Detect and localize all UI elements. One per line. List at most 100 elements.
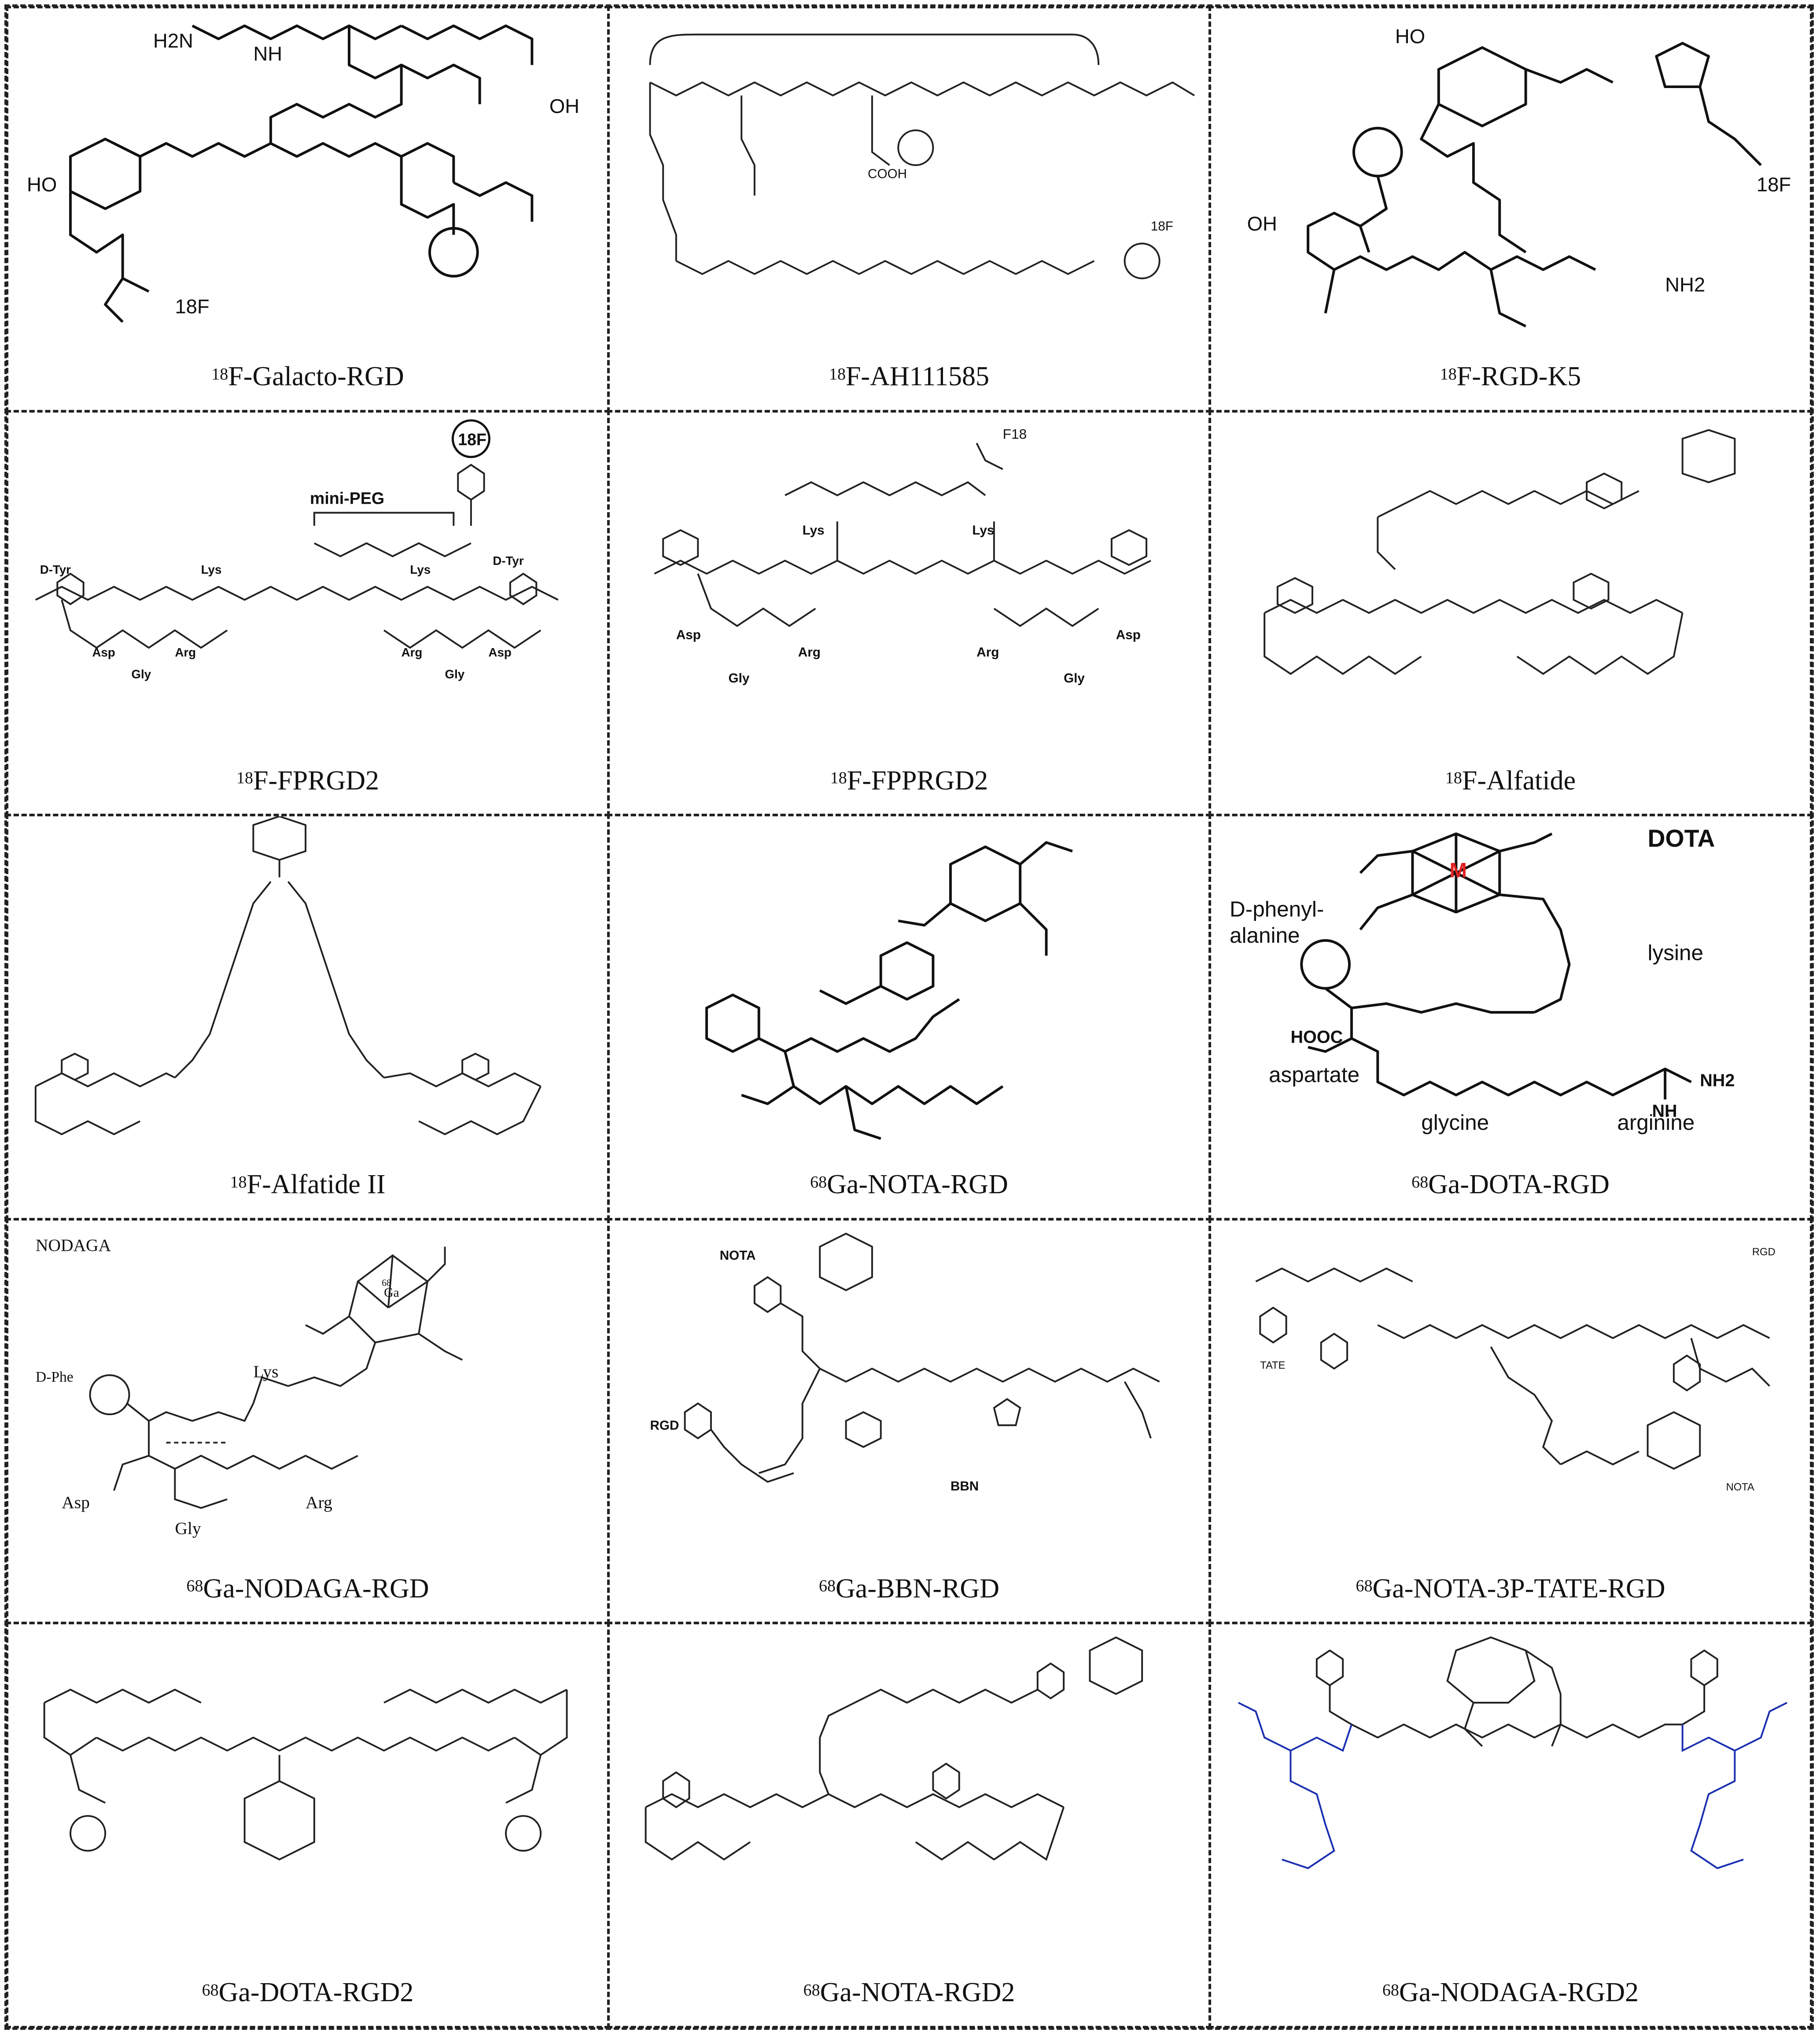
label-nodaga: NODAGA: [36, 1236, 111, 1255]
label-fp-arg-left: Arg: [798, 645, 821, 659]
label-fp-asp-right: Asp: [1116, 627, 1141, 642]
label-tate-nota: NOTA: [1726, 1482, 1754, 1493]
label-asp-right: Asp: [488, 645, 511, 659]
label-bbn-nota: NOTA: [720, 1248, 756, 1263]
label-nodaga-gly: Gly: [175, 1519, 201, 1538]
structure-alfatide-ii: [8, 816, 607, 1152]
structure-rgd-k5: 18F NH2 HO OH: [1211, 8, 1810, 344]
label-tate: TATE: [1260, 1360, 1285, 1371]
structure-nota-rgd2: [610, 1624, 1208, 1960]
structure-fprgd2: 18F mini-PEG D-Tyr D-Tyr Lys Lys As: [8, 413, 607, 748]
label-badge-18f: 18F: [458, 430, 486, 449]
label-nh-dota: NH: [1652, 1102, 1677, 1121]
label-lys-right: Lys: [410, 563, 431, 576]
label-ga: Ga: [384, 1286, 399, 1300]
structure-nodaga-rgd2: [1211, 1624, 1810, 1960]
fluorine-badge: [451, 419, 490, 458]
label-bbn-rgd: RGD: [650, 1418, 679, 1433]
structure-dota-rgd: M DOTA D-phenyl- alanine lysine aspartat…: [1211, 816, 1810, 1152]
label-d-phenyl: D-phenyl-: [1230, 897, 1324, 922]
label-k5-oh: OH: [1247, 212, 1277, 235]
label-fp-asp-left: Asp: [676, 627, 701, 642]
metal-center-m: M: [1450, 859, 1467, 882]
label-nodaga-asp: Asp: [62, 1493, 90, 1512]
panel-fprgd2: 18F mini-PEG D-Tyr D-Tyr Lys Lys As: [6, 409, 610, 817]
structure-nota-rgd: [610, 816, 1208, 1152]
structure-nodaga-rgd: NODAGA 68 Ga D-Phe Lys Asp Gly Arg: [8, 1221, 607, 1556]
label-arg-left: Arg: [175, 645, 196, 659]
structure-fpprgd2: F18 Lys Lys Asp Asp Arg Arg Gly Gly: [610, 413, 1208, 748]
label-bbn: BBN: [951, 1479, 979, 1494]
label-fp-gly-left: Gly: [729, 671, 750, 686]
label-arginine: arginine: [1617, 1110, 1695, 1135]
label-nodaga-lys: Lys: [253, 1362, 278, 1381]
panel-dota-rgd: M DOTA D-phenyl- alanine lysine aspartat…: [1208, 814, 1813, 1221]
label-dtyr-right: D-Tyr: [493, 554, 523, 568]
label-h2n: H2N: [153, 30, 193, 52]
label-asp-left: Asp: [92, 645, 115, 659]
label-dota: DOTA: [1648, 825, 1715, 852]
label-lys-left: Lys: [201, 563, 222, 576]
label-18f-2: 18F: [1151, 219, 1173, 233]
structure-ah111585: COOH 18F: [610, 8, 1208, 344]
label-k5-ho: HO: [1395, 25, 1425, 48]
label-alanine: alanine: [1230, 923, 1300, 948]
label-f18: F18: [1003, 426, 1027, 442]
structure-nota-3p-tate-rgd: RGD TATE NOTA: [1211, 1221, 1810, 1556]
label-glycine: glycine: [1421, 1110, 1489, 1135]
label-gly-left: Gly: [131, 667, 151, 681]
label-mini-peg: mini-PEG: [310, 489, 384, 507]
label-nodaga-arg: Arg: [306, 1493, 332, 1512]
label-k5-nh2: NH2: [1665, 273, 1705, 296]
label-cooh: COOH: [868, 167, 907, 181]
label-arg-right: Arg: [402, 645, 423, 659]
label-fp-lys-left: Lys: [803, 523, 825, 538]
label-gly-right: Gly: [445, 667, 465, 681]
label-18f: 18F: [175, 295, 209, 317]
label-tate-rgd: RGD: [1752, 1247, 1776, 1258]
label-ho: HO: [27, 173, 57, 195]
label-dphe: D-Phe: [36, 1369, 74, 1385]
structure-alfatide: [1211, 413, 1810, 748]
label-oh: OH: [549, 95, 579, 117]
label-fp-arg-right: Arg: [976, 645, 999, 659]
label-nh: NH: [253, 43, 282, 65]
label-dtyr-left: D-Tyr: [40, 563, 71, 576]
label-ga-mass: 68: [382, 1277, 391, 1288]
structure-dota-rgd2: [8, 1624, 607, 1960]
label-hooc: HOOC: [1291, 1028, 1343, 1047]
label-k5-18f: 18F: [1757, 173, 1791, 195]
label-fp-gly-right: Gly: [1064, 671, 1085, 686]
label-lysine: lysine: [1648, 941, 1703, 965]
structure-bbn-rgd: NOTA RGD BBN: [610, 1221, 1208, 1556]
structure-galacto-rgd: H2N NH OH HO 18F: [8, 8, 607, 344]
label-nh2: NH2: [1700, 1071, 1735, 1090]
